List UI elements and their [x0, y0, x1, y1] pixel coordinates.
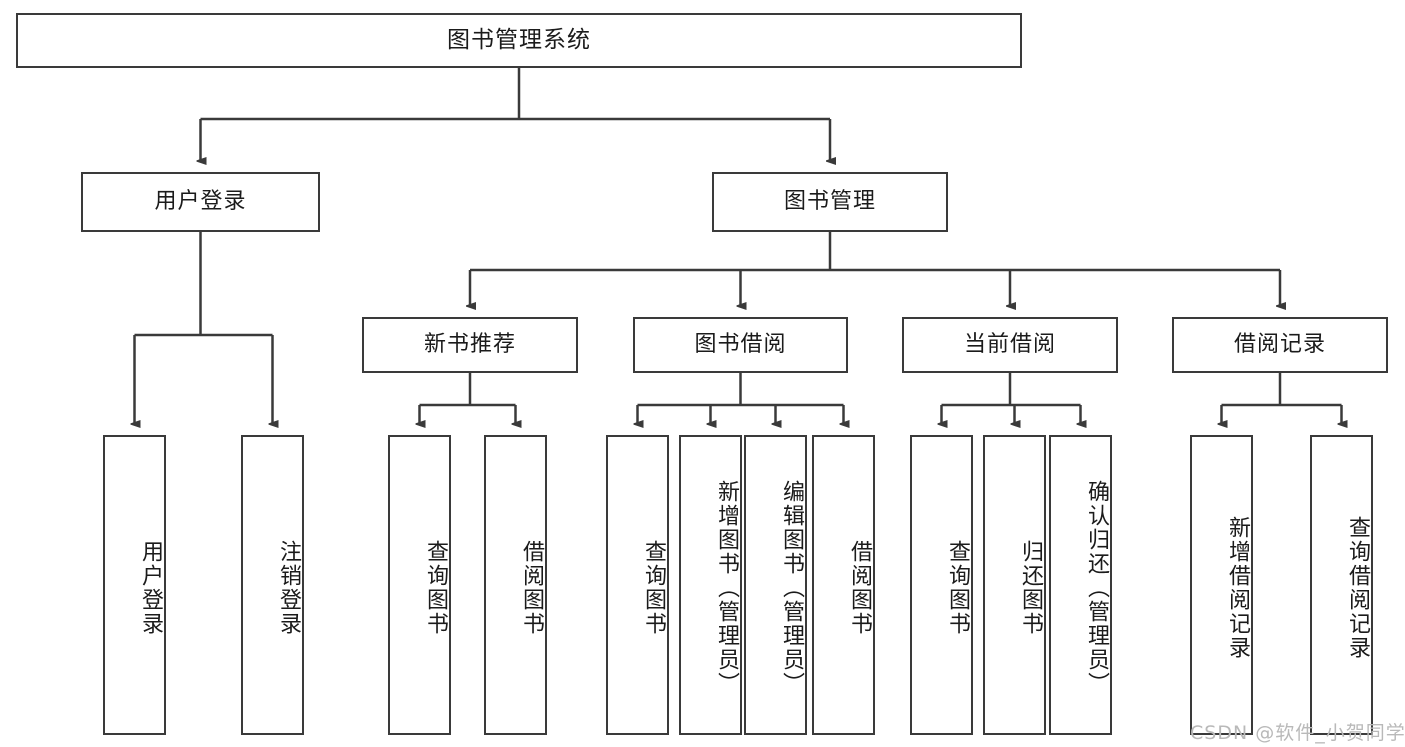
node-level3-2[interactable]: 当前借阅: [902, 317, 1118, 373]
node-leaf-4-label: 查询图书: [641, 540, 666, 636]
node-leaf-8[interactable]: 查询图书: [910, 435, 973, 735]
node-level2-1[interactable]: 图书管理: [712, 172, 948, 232]
node-leaf-12-label: 查询借阅记录: [1345, 516, 1370, 660]
node-leaf-3[interactable]: 借阅图书: [484, 435, 547, 735]
node-leaf-7-label: 借阅图书: [847, 540, 872, 636]
node-level3-2-label: 当前借阅: [963, 331, 1056, 357]
node-leaf-0-label: 用户登录: [138, 540, 163, 636]
node-level2-0-label: 用户登录: [154, 188, 247, 214]
node-leaf-1-label: 注销登录: [276, 540, 301, 636]
node-leaf-0[interactable]: 用户登录: [103, 435, 166, 735]
node-leaf-6[interactable]: 编辑图书（管理员）: [744, 435, 807, 735]
node-leaf-10[interactable]: 确认归还（管理员）: [1049, 435, 1112, 735]
node-level3-1-label: 图书借阅: [694, 331, 787, 357]
node-level3-3-label: 借阅记录: [1233, 331, 1326, 357]
node-leaf-3-label: 借阅图书: [519, 540, 544, 636]
node-leaf-4[interactable]: 查询图书: [606, 435, 669, 735]
node-leaf-7[interactable]: 借阅图书: [812, 435, 875, 735]
node-level3-0[interactable]: 新书推荐: [362, 317, 578, 373]
node-leaf-11-label: 新增借阅记录: [1225, 516, 1250, 660]
node-leaf-5[interactable]: 新增图书（管理员）: [679, 435, 742, 735]
node-level3-1[interactable]: 图书借阅: [633, 317, 848, 373]
node-level3-0-label: 新书推荐: [423, 331, 516, 357]
node-root[interactable]: 图书管理系统: [16, 13, 1022, 68]
watermark: CSDN @软件_小贺同学: [1190, 722, 1405, 744]
node-leaf-12[interactable]: 查询借阅记录: [1310, 435, 1373, 735]
node-level2-1-label: 图书管理: [783, 188, 876, 214]
node-leaf-2-label: 查询图书: [423, 540, 448, 636]
node-leaf-6-label: 编辑图书（管理员）: [779, 480, 804, 696]
node-level2-0[interactable]: 用户登录: [81, 172, 320, 232]
node-leaf-8-label: 查询图书: [945, 540, 970, 636]
node-level3-3[interactable]: 借阅记录: [1172, 317, 1388, 373]
node-leaf-2[interactable]: 查询图书: [388, 435, 451, 735]
node-leaf-9[interactable]: 归还图书: [983, 435, 1046, 735]
node-leaf-10-label: 确认归还（管理员）: [1084, 480, 1109, 696]
node-leaf-1[interactable]: 注销登录: [241, 435, 304, 735]
node-leaf-9-label: 归还图书: [1018, 540, 1043, 636]
node-leaf-5-label: 新增图书（管理员）: [714, 480, 739, 696]
node-leaf-11[interactable]: 新增借阅记录: [1190, 435, 1253, 735]
node-root-label: 图书管理系统: [447, 26, 591, 53]
